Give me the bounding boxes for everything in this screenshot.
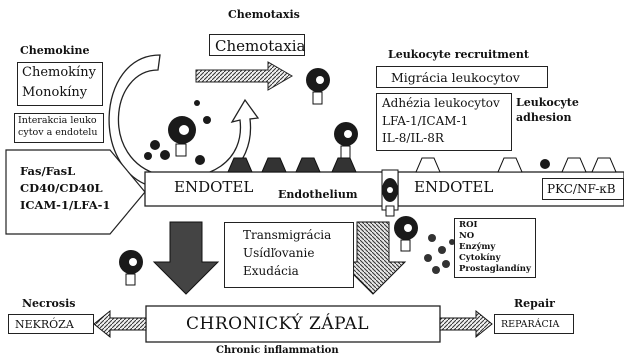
leukocyte-cell-adhering [334, 122, 358, 158]
arrow-to-repair [440, 311, 492, 337]
migracia-label: Migrácia leukocytov [391, 71, 520, 85]
cd40-label: CD40/CD40L [20, 183, 103, 195]
necrosis-en-label: Necrosis [22, 298, 75, 309]
chemokiny-label: Chemokíny [22, 66, 96, 80]
reparacia-box: REPARÁCIA [494, 314, 574, 334]
mediators-box: ROI NO Enzýmy Cytokíny Prostaglandíny [454, 218, 536, 278]
nekroza-box: NEKRÓZA [8, 314, 94, 334]
adhezia-box: Adhézia leukocytov LFA-1/ICAM-1 IL-8/IL-… [376, 93, 512, 151]
chemotaxis-en-label: Chemotaxis [228, 9, 300, 20]
endothelium-en-label: Endothelium [278, 189, 357, 200]
endotel-right-label: ENDOTEL [414, 180, 493, 195]
pkc-label: PKC/NF-κB [547, 183, 616, 196]
leukocyte-cell-right-bottom [394, 216, 418, 251]
leukocyte-cell-top [306, 68, 330, 104]
interakcia-line2: cytov a endotelu [18, 128, 97, 138]
interakcia-line1: Interakcia leuko [18, 116, 97, 126]
monokiny-label: Monokíny [22, 86, 87, 100]
chronic-inflammation-en-label: Chronic inflammation [216, 346, 339, 356]
chemokiny-box: Chemokíny Monokíny [17, 62, 103, 106]
leukocyte-adhesion-line1: Leukocyte [516, 97, 579, 108]
leukocyte-cell-left-bottom [119, 250, 143, 285]
roi-label: ROI [459, 221, 477, 230]
transmigracia-box: Transmigrácia Usídľovanie Exudácia [224, 222, 354, 288]
nekroza-label: NEKRÓZA [15, 319, 74, 331]
mediator-particles [424, 234, 455, 274]
arrow-to-necrosis [94, 311, 146, 337]
transmigracia-label: Transmigrácia [243, 229, 331, 242]
chemotaxis-arrow [196, 62, 292, 90]
exudacia-label: Exudácia [243, 265, 299, 278]
leukocyte-recruitment-en-label: Leukocyte recruitment [388, 49, 529, 60]
usidlovanie-label: Usídľovanie [243, 247, 314, 260]
no-label: NO [459, 232, 474, 241]
il8-label: IL-8/IL-8R [382, 132, 444, 145]
leukocyte-adhesion-line2: adhesion [516, 112, 572, 123]
icam-lfa-label: ICAM-1/LFA-1 [20, 200, 110, 212]
cytokiny-label: Cytokíny [459, 254, 501, 263]
chronicky-zapal-label: CHRONICKÝ ZÁPAL [186, 316, 369, 333]
chemotaxia-box: Chemotaxia [209, 34, 305, 56]
enzymy-label: Enzýmy [459, 243, 495, 252]
interakcia-box: Interakcia leuko cytov a endotelu [14, 113, 104, 143]
endotel-left-label: ENDOTEL [174, 180, 253, 195]
chemokine-en-label: Chemokine [20, 45, 90, 56]
adhezia-label: Adhézia leukocytov [382, 97, 500, 110]
repair-en-label: Repair [514, 298, 555, 309]
pkc-box: PKC/NF-κB [542, 178, 624, 200]
prostaglandiny-label: Prostaglandíny [459, 265, 531, 274]
fas-fasl-label: Fas/FasL [20, 166, 75, 178]
migracia-box: Migrácia leukocytov [376, 66, 548, 88]
down-arrow-left [154, 222, 218, 294]
chemotaxia-label: Chemotaxia [215, 38, 305, 55]
lfa-icam-label: LFA-1/ICAM-1 [382, 115, 468, 128]
reparacia-label: REPARÁCIA [501, 320, 559, 330]
leukocyte-cell-swirl [168, 116, 196, 156]
